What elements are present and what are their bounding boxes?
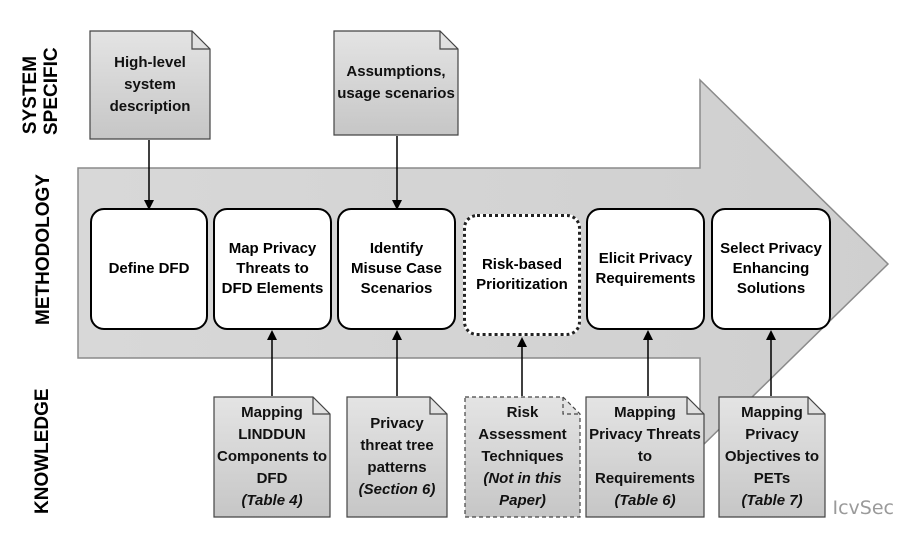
step-label: Elicit Privacy Requirements xyxy=(595,250,696,287)
label-knowledge-text: KNOWLEDGE xyxy=(32,388,53,514)
knowledge-ref: (Table 6) xyxy=(614,492,676,509)
label-methodology: METHODOLOGY xyxy=(33,174,57,325)
knowledge-text: Privacy threat tree patterns xyxy=(360,415,434,476)
label-methodology-text: METHODOLOGY xyxy=(33,174,54,325)
step-define-dfd: Define DFD xyxy=(90,208,208,330)
system-input-high-level-description: High-level system description xyxy=(89,30,211,140)
step-label: Select Privacy Enhancing Solutions xyxy=(720,240,822,297)
label-system-specific-text: SYSTEM SPECIFIC xyxy=(20,47,62,135)
step-label: Identify Misuse Case Scenarios xyxy=(351,240,442,297)
step-label: Risk-based Prioritization xyxy=(476,256,568,293)
knowledge-text: Risk Assessment Techniques xyxy=(478,404,567,465)
system-input-assumptions: Assumptions, usage scenarios xyxy=(333,30,459,136)
label-knowledge: KNOWLEDGE xyxy=(32,388,56,514)
knowledge-mapping-linddun: Mapping LINDDUN Components to DFD (Table … xyxy=(213,396,331,518)
knowledge-risk-assessment: Risk Assessment Techniques (Not in this P… xyxy=(464,396,581,518)
knowledge-ref: (Table 7) xyxy=(741,492,803,509)
knowledge-objectives-to-pets: Mapping Privacy Objectives to PETs (Table… xyxy=(718,396,826,518)
system-input-text: High-level system description xyxy=(109,54,191,115)
knowledge-threat-tree-patterns: Privacy threat tree patterns (Section 6) xyxy=(346,396,448,518)
step-select-pets: Select Privacy Enhancing Solutions xyxy=(711,208,831,330)
knowledge-threats-to-requirements: Mapping Privacy Threats to Requirements (… xyxy=(585,396,705,518)
label-system-specific: SYSTEM SPECIFIC xyxy=(20,47,64,135)
step-map-privacy-threats: Map Privacy Threats to DFD Elements xyxy=(213,208,332,330)
step-identify-misuse-cases: Identify Misuse Case Scenarios xyxy=(337,208,456,330)
step-risk-prioritization: Risk-based Prioritization xyxy=(463,214,581,336)
knowledge-text: Mapping LINDDUN Components to DFD xyxy=(217,404,327,487)
step-label: Define DFD xyxy=(108,260,190,277)
knowledge-ref: (Table 4) xyxy=(241,492,303,509)
step-elicit-requirements: Elicit Privacy Requirements xyxy=(586,208,705,330)
knowledge-text: Mapping Privacy Threats to Requirements xyxy=(589,404,701,487)
knowledge-ref: (Section 6) xyxy=(358,481,436,498)
knowledge-ref: (Not in this Paper) xyxy=(483,470,562,509)
knowledge-text: Mapping Privacy Objectives to PETs xyxy=(724,404,820,487)
system-input-text: Assumptions, usage scenarios xyxy=(337,63,455,102)
step-label: Map Privacy Threats to DFD Elements xyxy=(221,240,324,297)
